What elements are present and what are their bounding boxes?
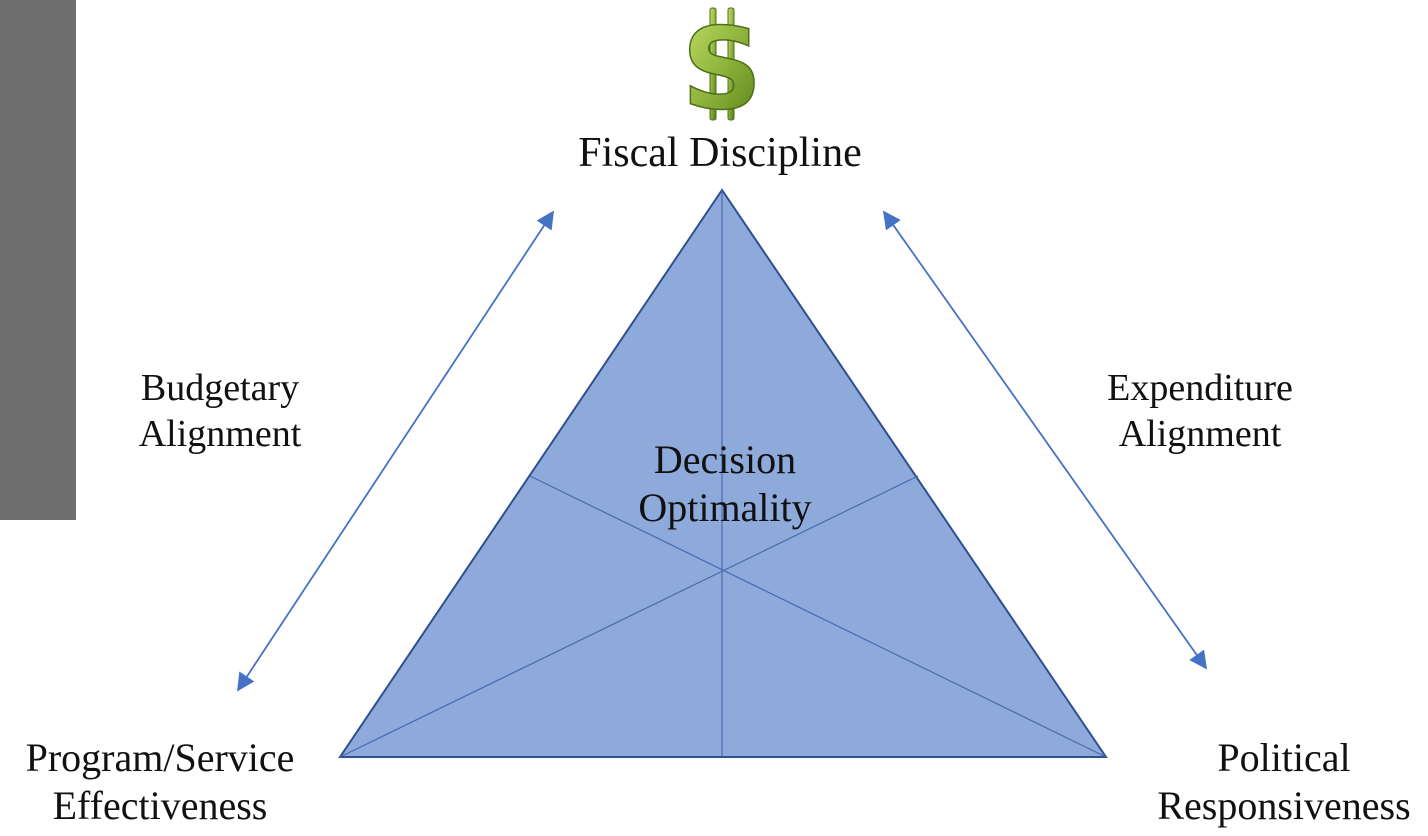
node-fiscal-discipline: Fiscal Discipline — [560, 128, 880, 178]
edge-expenditure-alignment-line-1: Expenditure — [1107, 367, 1293, 409]
edge-expenditure-alignment: Expenditure Alignment — [1070, 366, 1330, 457]
node-fiscal-discipline-text: Fiscal Discipline — [578, 130, 862, 176]
triangle-median-right — [529, 475, 1107, 758]
node-decision-optimality-line-1: Decision — [653, 437, 797, 482]
edge-expenditure-alignment-line-2: Alignment — [1118, 412, 1282, 455]
right-edge-arrow — [882, 210, 1208, 670]
side-bar — [0, 0, 76, 520]
node-political-responsiveness-line-2: Responsiveness — [1157, 783, 1411, 828]
node-decision-optimality: Decision Optimality — [595, 436, 855, 532]
node-political-responsiveness-line-1: Political — [1217, 735, 1351, 780]
edge-budgetary-alignment-line-2: Alignment — [138, 412, 302, 455]
dollar-sign-icon: S — [681, 4, 763, 136]
node-program-service-effectiveness: Program/Service Effectiveness — [0, 734, 320, 830]
svg-text:S: S — [682, 5, 763, 135]
left-edge-arrow — [237, 210, 554, 692]
node-decision-optimality-line-2: Optimality — [638, 485, 812, 530]
node-program-service-line-2: Effectiveness — [52, 783, 268, 828]
edge-budgetary-alignment-line-1: Budgetary — [140, 367, 300, 409]
triangle-median-left — [339, 475, 919, 758]
edge-budgetary-alignment: Budgetary Alignment — [100, 366, 340, 457]
node-political-responsiveness: Political Responsiveness — [1140, 734, 1428, 830]
node-program-service-line-1: Program/Service — [25, 735, 295, 780]
